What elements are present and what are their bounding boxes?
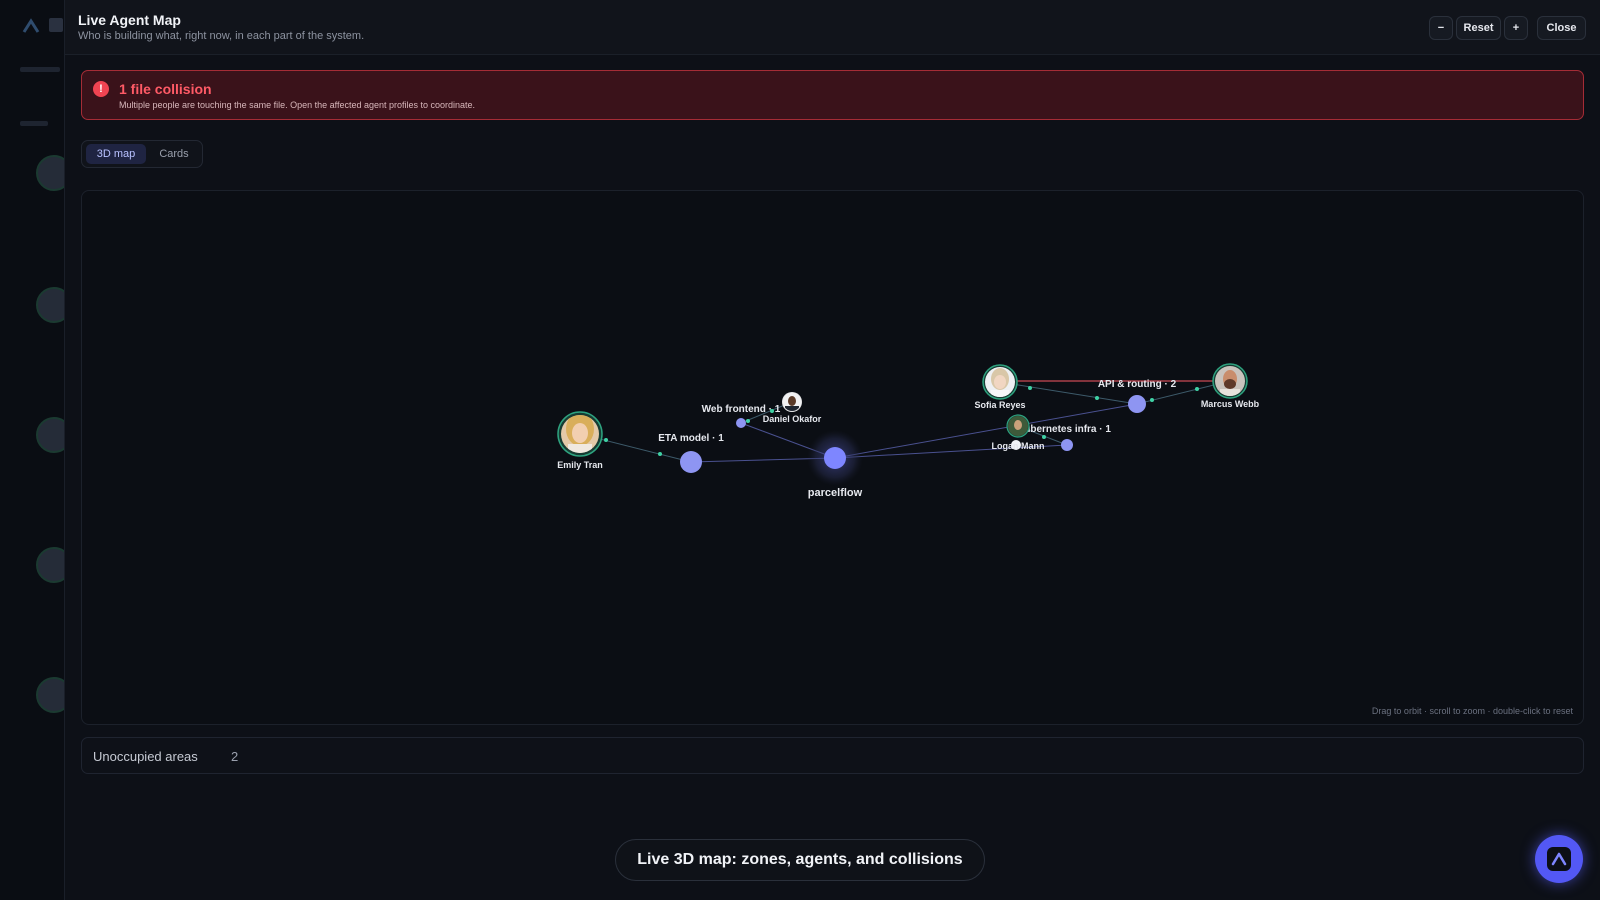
zone-label-eta-model: ETA model · 1	[658, 433, 724, 444]
agent-link-dot	[1028, 386, 1032, 390]
zone-link	[834, 444, 1068, 459]
background-app-sidebar	[0, 0, 65, 900]
zone-node-api-routing[interactable]	[1128, 395, 1146, 413]
agent-link	[999, 381, 1138, 405]
agent-label: Sofia Reyes	[974, 400, 1025, 410]
background-avatar	[36, 547, 64, 583]
agent-map-canvas[interactable]: parcelflow ETA model · 1 Web frontend · …	[81, 190, 1584, 725]
zone-label-kubernetes-infra: Kubernetes infra · 1	[1017, 424, 1111, 435]
unoccupied-areas-label: Unoccupied areas	[93, 749, 198, 764]
page-title: Live Agent Map	[78, 12, 181, 28]
zoom-in-button[interactable]: +	[1504, 16, 1528, 40]
zone-link	[834, 403, 1138, 459]
assistant-launcher-button[interactable]	[1535, 835, 1583, 883]
alert-message: Multiple people are touching the same fi…	[119, 100, 476, 110]
agent-link-dot	[770, 409, 774, 413]
agent-logan-mann[interactable]: Logan Mann	[992, 414, 1045, 451]
agent-status-dot	[1011, 440, 1021, 450]
agent-label: Logan Mann	[992, 441, 1045, 451]
unoccupied-areas-section[interactable]: Unoccupied areas 2	[81, 737, 1584, 774]
background-brand	[49, 18, 63, 32]
agent-link-dot	[1042, 435, 1046, 439]
zone-node-eta-model[interactable]	[680, 451, 702, 473]
background-avatar	[36, 287, 64, 323]
agent-label: Daniel Okafor	[763, 414, 822, 424]
live-agent-map-panel: Live Agent Map Who is building what, rig…	[65, 0, 1600, 900]
view-tabs: 3D map Cards	[81, 140, 203, 168]
background-avatar	[36, 677, 64, 713]
agent-link-dot	[658, 452, 662, 456]
alert-title: 1 file collision	[119, 81, 212, 97]
background-avatar	[36, 417, 64, 453]
agent-link-dot	[604, 438, 608, 442]
agent-map-svg[interactable]: parcelflow ETA model · 1 Web frontend · …	[82, 191, 1584, 725]
alert-icon: !	[93, 81, 109, 97]
zoom-out-button[interactable]: −	[1429, 16, 1453, 40]
background-avatar	[36, 155, 64, 191]
center-node-label: parcelflow	[808, 487, 863, 499]
agent-marcus-webb[interactable]: Marcus Webb	[1201, 363, 1260, 409]
feature-caption: Live 3D map: zones, agents, and collisio…	[615, 839, 985, 881]
tab-3d-map[interactable]: 3D map	[86, 144, 146, 164]
map-controls-hint: Drag to orbit · scroll to zoom · double-…	[1371, 706, 1573, 716]
background-text-line	[20, 121, 48, 126]
center-node[interactable]	[824, 447, 846, 469]
agent-emily-tran[interactable]: Emily Tran	[557, 411, 603, 470]
unoccupied-areas-count: 2	[231, 749, 239, 764]
agent-link-dot	[1195, 387, 1199, 391]
agent-label: Emily Tran	[557, 460, 603, 470]
agent-link-dot	[746, 419, 750, 423]
panel-header: Live Agent Map Who is building what, rig…	[65, 0, 1600, 55]
agent-sofia-reyes[interactable]: Sofia Reyes	[974, 364, 1026, 410]
collision-alert: ! 1 file collision Multiple people are t…	[81, 70, 1584, 120]
agent-daniel-okafor[interactable]: Daniel Okafor	[763, 392, 822, 424]
zone-node-web-frontend[interactable]	[736, 418, 746, 428]
zone-label-web-frontend: Web frontend · 1	[702, 404, 781, 415]
app-logo-icon	[22, 18, 40, 33]
reset-button[interactable]: Reset	[1456, 16, 1501, 40]
agent-label: Marcus Webb	[1201, 399, 1260, 409]
background-text-line	[20, 67, 60, 72]
assistant-logo-icon	[1547, 847, 1571, 871]
tab-cards[interactable]: Cards	[159, 148, 189, 160]
agent-link-dot	[1150, 398, 1154, 402]
page-subtitle: Who is building what, right now, in each…	[78, 30, 365, 42]
agent-link-dot	[1095, 396, 1099, 400]
close-button[interactable]: Close	[1537, 16, 1586, 40]
zone-node-kubernetes-infra[interactable]	[1061, 439, 1073, 451]
zone-label-api-routing: API & routing · 2	[1098, 379, 1177, 390]
